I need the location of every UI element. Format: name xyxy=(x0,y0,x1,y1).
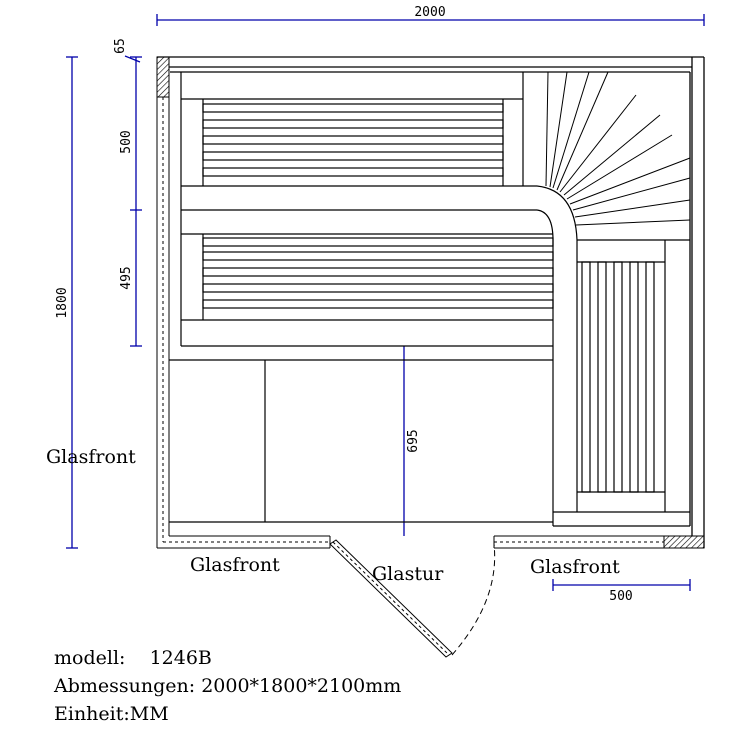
glass-front-bottom-wall xyxy=(157,535,664,549)
dimension-lower-bench xyxy=(130,210,142,347)
wall-corner-top-left xyxy=(156,56,170,98)
dimension-wall-thickness xyxy=(124,55,142,73)
right-panel-label: 500 xyxy=(609,589,632,604)
floor-area xyxy=(169,360,690,527)
lower-bench xyxy=(169,233,554,361)
glass-door xyxy=(329,539,496,658)
total-depth-label: 1800 xyxy=(55,287,70,318)
right-side-bench xyxy=(576,240,666,512)
dimension-total-depth xyxy=(66,56,78,549)
glass-front-left-label: Glasfront xyxy=(46,446,136,468)
glass-door-label: Glastur xyxy=(372,563,444,585)
model-info: modell: 1246B xyxy=(54,647,212,669)
lower-bench-label: 495 xyxy=(119,266,134,289)
size-info: Abmessungen: 2000*1800*2100mm xyxy=(53,675,401,697)
wall-corner-bottom-right xyxy=(663,535,705,549)
dimension-right-panel xyxy=(552,579,691,591)
upper-bench-label: 500 xyxy=(119,130,134,153)
total-width-label: 2000 xyxy=(414,5,445,20)
glass-front-left-wall xyxy=(156,97,170,548)
floor-gap-label: 695 xyxy=(406,429,421,452)
outer-wall xyxy=(157,56,705,548)
corner-fan-slats xyxy=(545,71,691,226)
unit-info: Einheit:MM xyxy=(54,703,169,725)
glass-front-bottom-right-label: Glasfront xyxy=(530,556,620,578)
glass-front-bottom-left-label: Glasfront xyxy=(190,554,280,576)
upper-bench xyxy=(180,72,537,346)
wall-thickness-label: 65 xyxy=(113,38,128,54)
dimension-total-width xyxy=(156,14,705,26)
